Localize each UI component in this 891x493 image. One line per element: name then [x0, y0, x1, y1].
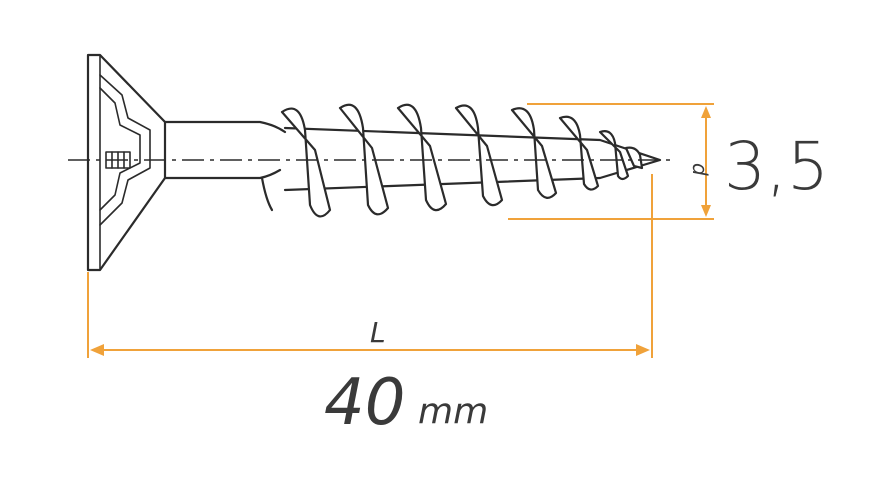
length-symbol: L	[370, 316, 386, 349]
diameter-value: 3,5	[724, 128, 829, 205]
length-unit: mm	[418, 391, 488, 432]
diameter-symbol: d	[688, 163, 712, 176]
length-dimension	[87, 174, 653, 358]
screw-drawing	[86, 53, 662, 272]
diameter-dimension	[508, 103, 714, 220]
screw-head	[86, 53, 167, 272]
length-value: 40	[324, 366, 405, 440]
screw-shank	[163, 120, 287, 212]
